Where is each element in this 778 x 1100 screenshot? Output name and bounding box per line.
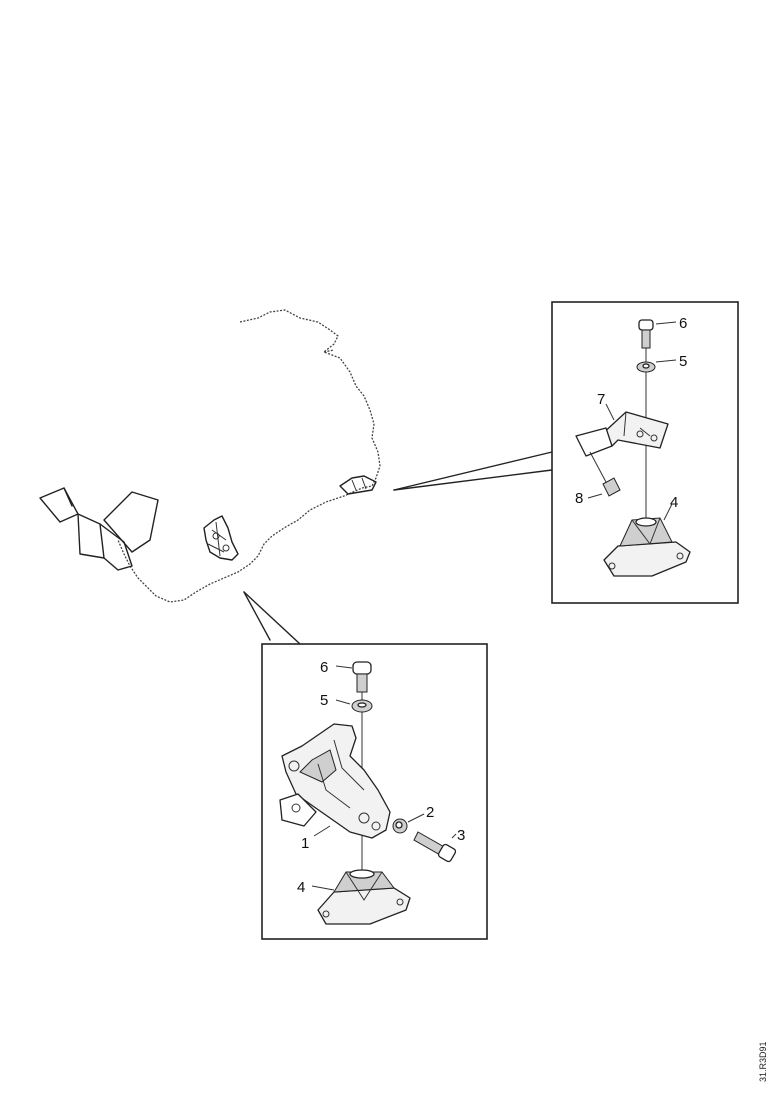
rear-mount-detail-box: 6 5 7 8 4 [551,301,739,604]
rear-detail-leader [393,451,553,491]
callout-rear-screw: 8 [575,490,583,507]
callout-front-spacer: 2 [426,804,434,821]
rear-washer [636,361,656,373]
front-spacer [392,818,408,834]
front-detail-leader [243,591,301,645]
rear-rubber-mount [603,517,691,577]
rear-mount-location [339,475,377,495]
front-washer [351,699,373,713]
rear-bolt [638,319,654,349]
front-bracket [279,723,391,839]
front-bolt [352,661,372,693]
callout-front-bracket: 1 [301,835,309,852]
callout-front-washer: 5 [320,692,328,709]
callout-front-screw: 3 [457,827,465,844]
front-mount-detail-box: 6 5 2 3 1 4 [261,643,488,940]
callout-front-bolt: 6 [320,659,328,676]
callout-rear-bracket: 7 [597,391,605,408]
front-screw [413,831,457,863]
callout-front-mount: 4 [297,879,305,896]
cooling-fan [39,487,159,571]
callout-rear-washer: 5 [679,353,687,370]
rear-screw [589,451,621,497]
front-rubber-mount [317,869,411,925]
engine-outline [39,309,381,603]
front-mount-location [203,515,239,561]
figure-reference-code: 31.R3D91 [758,1041,768,1082]
callout-rear-bolt: 6 [679,315,687,332]
callout-rear-mount: 4 [670,494,678,511]
rear-bracket [575,411,669,457]
